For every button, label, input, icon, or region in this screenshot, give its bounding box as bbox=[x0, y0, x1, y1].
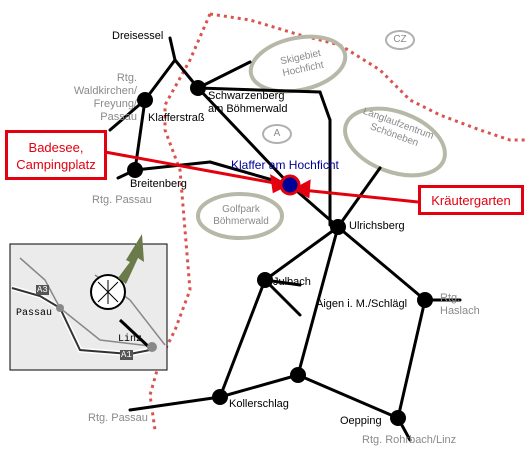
callout-kraeutergarten: Kräutergarten bbox=[418, 185, 524, 215]
callout-arrows bbox=[104, 150, 419, 204]
golfpark-area bbox=[196, 192, 284, 240]
country-cz-badge: CZ bbox=[385, 30, 415, 50]
country-a-badge: A bbox=[262, 124, 292, 144]
roads bbox=[108, 36, 462, 442]
klaffer-marker bbox=[279, 174, 301, 196]
inset-a3-shield: A3 bbox=[36, 285, 49, 295]
label-ulrichsberg: Ulrichsberg bbox=[349, 220, 405, 232]
label-aigen: Aigen i. M./Schlägl bbox=[316, 298, 408, 310]
label-dreisessel: Dreisessel bbox=[112, 30, 164, 42]
label-rtg-passau-north: Rtg. Passau bbox=[92, 194, 152, 206]
skigebiet-area bbox=[248, 34, 348, 94]
label-schwarzenberg: Schwarzenberg am Böhmerwald bbox=[208, 90, 288, 115]
label-klafferstrass: Klafferstraß bbox=[148, 112, 205, 124]
direction-arrow-icon bbox=[118, 234, 144, 284]
callout-badesee: Badesee, Campingplatz bbox=[5, 130, 107, 180]
inset-label-passau: Passau bbox=[16, 308, 53, 319]
label-klaffer: Klaffer am Hochficht bbox=[231, 158, 339, 172]
label-kollerschlag: Kollerschlag bbox=[229, 398, 289, 410]
langlauf-area bbox=[343, 106, 447, 178]
label-rtg-passau-south: Rtg. Passau bbox=[88, 412, 148, 424]
label-golfpark: Golfpark Böhmerwald bbox=[213, 204, 269, 227]
label-oepping: Oepping bbox=[340, 415, 382, 427]
inset-a1-shield: A1 bbox=[120, 350, 133, 360]
label-rtg-rohrbach: Rtg. Rohrbach/Linz bbox=[362, 434, 457, 446]
inset-map bbox=[9, 234, 168, 371]
label-julbach: Julbach bbox=[273, 276, 311, 288]
label-rtg-waldkirchen: Rtg. Waldkirchen/ Freyung/ Passau bbox=[73, 72, 137, 123]
label-breitenberg: Breitenberg bbox=[130, 178, 187, 190]
label-rtg-haslach: Rtg. Haslach bbox=[440, 292, 480, 317]
country-border bbox=[209, 12, 528, 142]
state-border bbox=[148, 13, 212, 431]
inset-label-linz: Linz bbox=[118, 334, 143, 345]
town-markers bbox=[127, 80, 433, 426]
